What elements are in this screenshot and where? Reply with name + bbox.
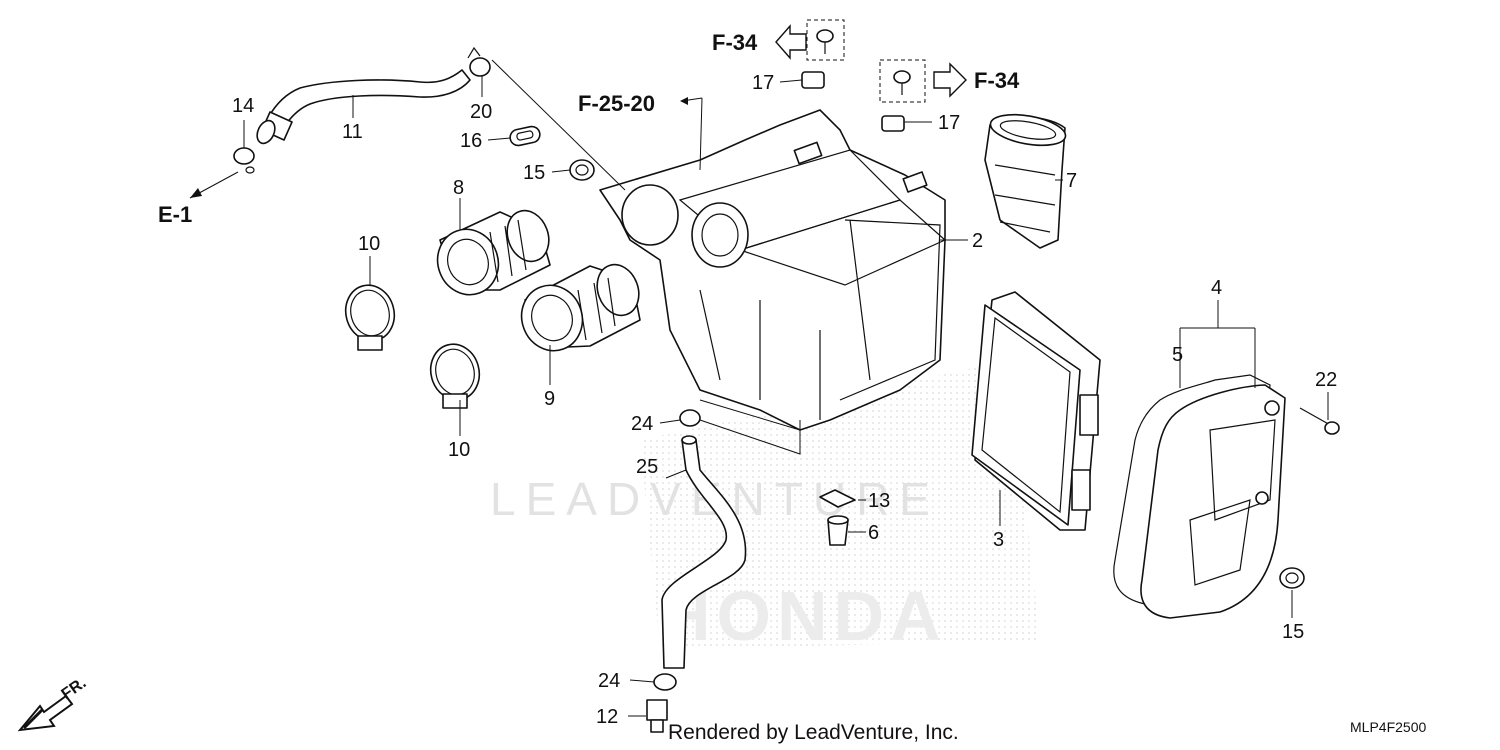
callout-11[interactable]: 11 — [342, 121, 363, 143]
part-breather-tube[interactable] — [254, 69, 471, 146]
ref-f25-20[interactable]: F-25-20 — [578, 91, 655, 116]
part-tube-clip-14[interactable] — [233, 147, 255, 174]
part-drain-cap-6[interactable] — [827, 515, 849, 546]
callout-12[interactable]: 12 — [596, 706, 618, 728]
part-grommet-15-lower[interactable] — [1279, 567, 1305, 589]
callout-5[interactable]: 5 — [1172, 344, 1183, 366]
part-air-funnel-9[interactable] — [513, 259, 646, 360]
reference-labels: E-1 F-25-20 F-34 F-34 — [158, 30, 1020, 227]
part-air-funnel-8[interactable] — [429, 205, 556, 304]
callout-20[interactable]: 20 — [470, 101, 492, 123]
callout-16[interactable]: 16 — [460, 130, 482, 152]
callout-7[interactable]: 7 — [1066, 170, 1077, 192]
part-funnel-band-10-lower[interactable] — [425, 339, 486, 409]
callout-3[interactable]: 3 — [993, 529, 1004, 551]
front-direction-arrow: FR. — [17, 675, 89, 732]
callout-10-lower[interactable]: 10 — [448, 439, 470, 461]
ref-e1[interactable]: E-1 — [158, 202, 192, 227]
callout-24-upper[interactable]: 24 — [631, 413, 653, 435]
part-screw-boxed-left[interactable] — [806, 19, 845, 61]
callout-6[interactable]: 6 — [868, 522, 879, 544]
part-clip-nut-17-upper[interactable] — [801, 71, 825, 89]
callout-25[interactable]: 25 — [636, 456, 658, 478]
leader-lines — [189, 59, 1329, 717]
callout-15-upper[interactable]: 15 — [523, 162, 545, 184]
part-drain-hose-25[interactable] — [661, 435, 747, 669]
ref-arrow-f34-right — [933, 62, 967, 98]
callout-17-upper[interactable]: 17 — [752, 72, 774, 94]
callout-14[interactable]: 14 — [232, 95, 254, 117]
part-air-cleaner-housing[interactable] — [599, 109, 947, 431]
part-clip-13[interactable] — [819, 489, 856, 508]
callout-9[interactable]: 9 — [544, 388, 555, 410]
part-clip-20[interactable] — [467, 46, 491, 77]
part-grommet-16[interactable] — [509, 125, 542, 147]
callout-22[interactable]: 22 — [1315, 369, 1337, 391]
callout-17-lower[interactable]: 17 — [938, 112, 960, 134]
ref-arrow-f34-left — [775, 24, 807, 60]
ref-f34-right[interactable]: F-34 — [974, 68, 1020, 93]
callout-10-upper[interactable]: 10 — [358, 233, 380, 255]
part-air-cleaner-cover-4[interactable] — [1140, 384, 1286, 619]
part-funnel-band-10-upper[interactable] — [340, 280, 401, 351]
part-clip-nut-17-lower[interactable] — [881, 115, 905, 132]
part-intake-duct-7[interactable] — [984, 110, 1068, 249]
part-screw-22[interactable] — [1299, 407, 1340, 435]
callout-13[interactable]: 13 — [868, 490, 890, 512]
credit-text: Rendered by LeadVenture, Inc. — [668, 721, 959, 744]
part-hose-clip-24-upper[interactable] — [679, 409, 701, 427]
ref-arrow-f25-20 — [680, 97, 703, 105]
part-hose-clip-24-lower[interactable] — [653, 673, 677, 691]
part-drain-plug-12[interactable] — [646, 699, 668, 733]
ref-f34-left[interactable]: F-34 — [712, 30, 758, 55]
callout-24-lower[interactable]: 24 — [598, 670, 620, 692]
callout-15-lower[interactable]: 15 — [1282, 621, 1304, 643]
callout-4[interactable]: 4 — [1211, 277, 1222, 299]
part-screw-boxed-right[interactable] — [879, 59, 926, 103]
part-grommet-15-upper[interactable] — [569, 159, 595, 181]
callout-2[interactable]: 2 — [972, 230, 983, 252]
diagram-code: MLP4F2500 — [1350, 719, 1426, 735]
callouts: 14 11 20 16 15 8 10 9 10 17 17 7 2 4 5 2… — [232, 72, 1337, 728]
part-air-cleaner-element-3[interactable] — [971, 291, 1101, 531]
callout-8[interactable]: 8 — [453, 177, 464, 199]
